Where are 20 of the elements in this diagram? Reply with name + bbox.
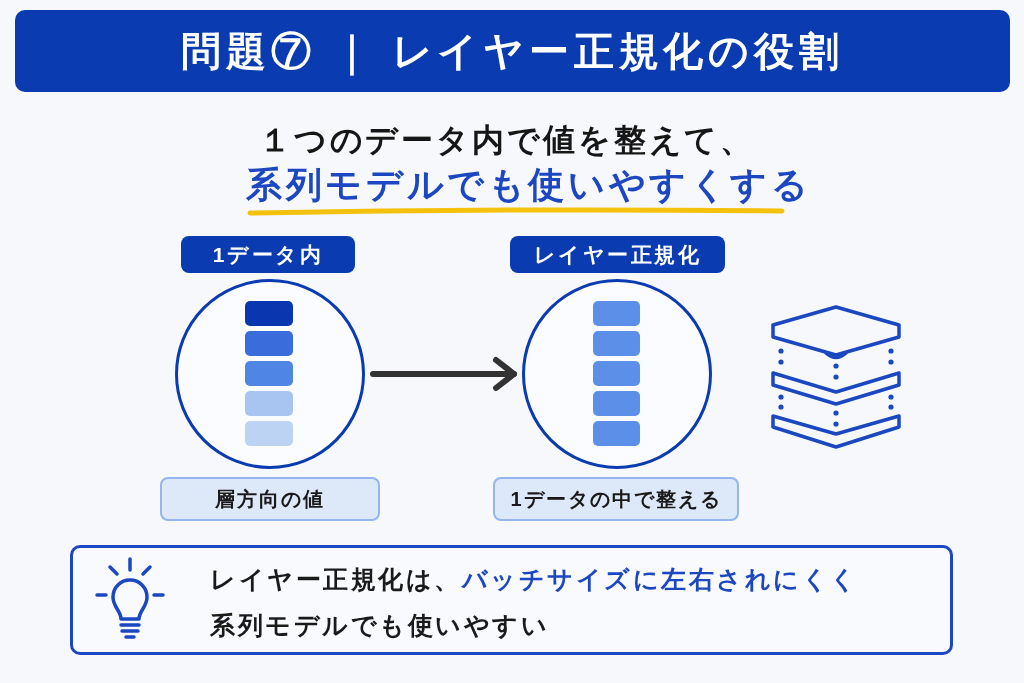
arrow	[370, 357, 517, 391]
value-bar	[245, 331, 293, 356]
section-tag: 1データ内	[181, 236, 355, 273]
value-bar	[593, 301, 640, 326]
value-bar	[593, 361, 640, 386]
note-box	[70, 545, 953, 655]
title-banner: 問題⑦ ｜ レイヤー正規化の役割	[15, 10, 1010, 92]
value-bar	[593, 421, 640, 446]
caption-box: 層方向の値	[160, 477, 380, 521]
subtitle-text: １つのデータ内で値を整えて、	[257, 121, 757, 160]
subtitle-highlight: 系列モデルでも使いやすくする	[245, 163, 813, 207]
value-bar	[245, 301, 293, 326]
value-bar	[245, 421, 293, 446]
value-bar	[245, 391, 293, 416]
value-bar	[593, 331, 640, 356]
value-bar	[593, 391, 640, 416]
section-tag: レイヤー正規化	[510, 236, 725, 273]
note-text: レイヤー正規化は、バッチサイズに左右されにくく系列モデルでも使いやすい	[210, 564, 860, 641]
caption-box: 1データの中で整える	[493, 477, 739, 521]
value-bar	[245, 361, 293, 386]
